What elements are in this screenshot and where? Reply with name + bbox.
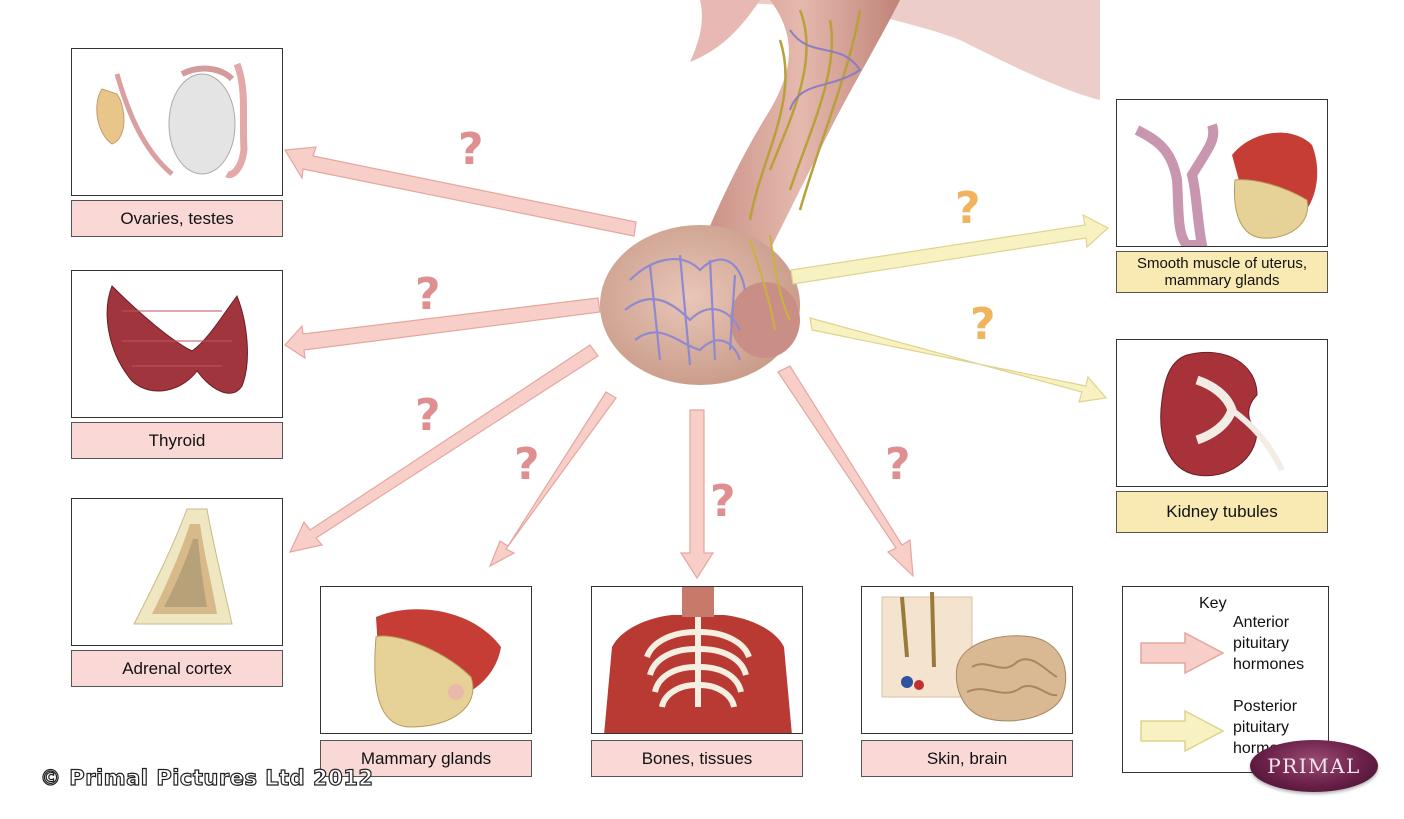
key-anterior-text: Anterior pituitary hormones [1233,614,1305,673]
question-mark: ? [514,439,540,490]
adrenal-cortex-image [71,498,283,646]
kidney-tubules-label: Kidney tubules [1116,491,1328,533]
arrow-to-kidney-tubules [809,317,1108,403]
question-mark: ? [955,183,981,234]
thyroid-illustration [106,285,248,394]
posterior-nerve-fibres [749,234,791,331]
stalk-vessels [748,9,862,221]
stalk-capillaries [789,29,862,111]
kidney-tubules-image [1116,339,1328,487]
arrow-to-skin-brain [777,365,914,578]
arrow-to-mammary-glands [488,391,617,568]
hypothalamus-tissue [700,0,1100,100]
infundibulum-membrane [690,0,760,62]
question-mark: ? [415,390,441,441]
legend-key: Key Anterior pituitary hormones Posterio… [1122,586,1329,773]
uterus-mammary-label: Smooth muscle of uterus, mammary glands [1116,251,1328,293]
gland-capillary-network [624,254,747,366]
thyroid-image [71,270,283,418]
question-mark: ? [970,299,996,350]
arrow-to-thyroid [284,297,601,360]
mammary-glands-illustration [374,609,501,728]
anterior-arrow-swatch [1140,631,1225,675]
key-title: Key [1199,595,1227,612]
arrow-to-ovaries-testes [283,146,637,237]
adrenal-cortex-illustration [133,508,233,625]
arrow-to-adrenal-cortex [288,344,599,553]
pituitary-stalk [700,0,900,270]
question-mark: ? [458,124,484,175]
arrow-to-bones-tissues [679,409,715,580]
ovaries-testes-label: Ovaries, testes [71,200,283,237]
question-mark: ? [885,439,911,490]
question-mark: ? [415,269,441,320]
mammary-glands-label: Mammary glands [320,740,532,777]
thyroid-label: Thyroid [71,422,283,459]
bones-tissues-label: Bones, tissues [591,740,803,777]
uterus-mammary-illustration [1134,123,1318,246]
primal-logo: PRIMAL [1250,740,1378,792]
adrenal-cortex-label: Adrenal cortex [71,650,283,687]
question-mark: ? [710,476,736,527]
ovaries-testes-illustration [96,62,248,179]
skin-brain-image [861,586,1073,734]
copyright-notice: © Primal Pictures Ltd 2012 [39,765,374,790]
arrow-to-uterus-mammary [790,213,1110,285]
kidney-tubules-illustration [1160,351,1285,477]
key-swatches [1140,631,1225,753]
skin-brain-illustration [881,591,1067,722]
bones-tissues-image [591,586,803,734]
uterus-mammary-image [1116,99,1328,247]
bones-tissues-illustration [592,587,802,733]
mammary-glands-image [320,586,532,734]
posterior-arrow-swatch [1140,709,1225,753]
skin-brain-label: Skin, brain [861,740,1073,777]
ovaries-testes-image [71,48,283,196]
